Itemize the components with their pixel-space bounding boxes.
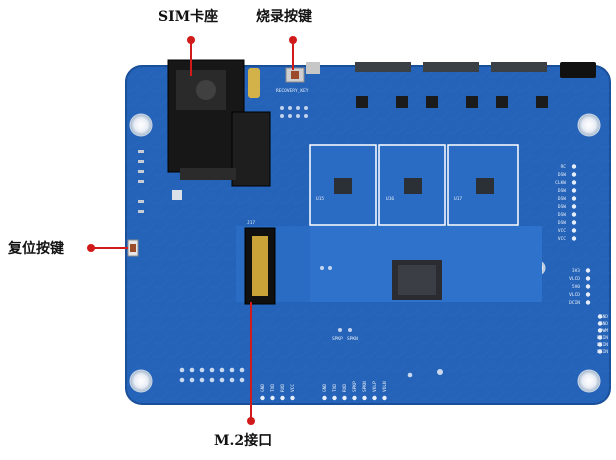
j17-silk: J17: [247, 220, 255, 226]
pin-pad: [597, 314, 603, 319]
pin-pad: [571, 180, 577, 185]
bottom-header: GND TXD RXD VCC GND TXD RXD SPKP SPKN VOLP VOLN: [260, 381, 388, 401]
pin-label: VCC: [290, 384, 296, 392]
pin-label: DCIN: [597, 349, 608, 355]
pin-pad: [270, 395, 275, 401]
pin-pad: [352, 395, 357, 401]
pin-pad: [332, 395, 337, 401]
pin-label: DCIN: [597, 342, 608, 348]
pin-pad: [597, 335, 603, 340]
pin-label: DSW: [558, 212, 566, 218]
pin-label: VOLN: [382, 381, 388, 392]
pin-pad: [585, 276, 591, 281]
spkp-silk: SPKP: [332, 336, 343, 342]
pin-label: CLKW: [555, 180, 566, 186]
pin-label: DSW: [558, 204, 566, 210]
pin-pad: [571, 228, 577, 233]
pin-label: VOLP: [372, 381, 378, 392]
pin-label: GND: [600, 321, 608, 327]
pin-label: SPKP: [352, 381, 358, 392]
pin-label: VCC: [558, 236, 566, 242]
recovery-key-silk: RECOVERY_KEY: [276, 88, 309, 94]
pin-pad: [571, 212, 577, 217]
pin-pad: [322, 395, 327, 401]
m2-slot-area: J17: [236, 220, 542, 305]
pin-pad: [571, 172, 577, 177]
pin-label: RXD: [342, 384, 348, 392]
spkn-silk: SPKN: [347, 336, 358, 342]
pin-label: DSW: [558, 220, 566, 226]
pin-pad: [342, 395, 347, 401]
pin-pad: [585, 268, 591, 273]
callout-markers: [87, 36, 297, 425]
pin-label: TXD: [270, 384, 276, 392]
pin-label: VCC: [558, 228, 566, 234]
pin-label: RC: [561, 164, 567, 170]
pin-label: RXD: [280, 384, 286, 392]
pin-label: VLCD: [569, 292, 580, 298]
recovery-key-component: RECOVERY_KEY: [276, 67, 309, 94]
pin-label: 3V3: [572, 268, 580, 274]
pin-label: DCIN: [597, 335, 608, 341]
sim-card-holder: [167, 59, 271, 187]
pin-pad: [571, 188, 577, 193]
top-connectors: [306, 62, 596, 78]
pin-pad: [585, 300, 591, 305]
pin-pad: [597, 328, 603, 333]
pin-label: VLCD: [569, 276, 580, 282]
right-header: RC DSW CLKW DSW DSW DSW DSW DSW VCC VCC: [555, 164, 577, 242]
callout-sim-card-holder: SIM卡座: [158, 9, 219, 25]
pin-pad: [571, 204, 577, 209]
pin-pad: [362, 395, 367, 401]
pin-label: GND: [260, 384, 266, 392]
pin-label: DSW: [558, 172, 566, 178]
callout-reset-key: 复位按键: [8, 241, 64, 257]
pin-pad: [597, 349, 603, 354]
pin-label: DSW: [558, 196, 566, 202]
pin-label: DSW: [558, 188, 566, 194]
top-transistors: [356, 96, 548, 108]
pin-pad: [571, 236, 577, 241]
callout-m2-interface: M.2接口: [214, 433, 273, 449]
u15-silk: U15: [316, 196, 324, 202]
pin-pad: [571, 196, 577, 201]
pin-label: TXD: [332, 384, 338, 392]
pin-label: SPKN: [362, 381, 368, 392]
pin-label: PWM: [600, 328, 608, 334]
pin-pad: [585, 284, 591, 289]
u16-silk: U16: [386, 196, 394, 202]
pin-pad: [571, 164, 577, 169]
pin-pad: [280, 395, 285, 401]
pin-label: GND: [600, 314, 608, 320]
pin-label: DCIN: [569, 300, 580, 306]
pin-pad: [585, 292, 591, 297]
pin-pad: [290, 395, 295, 401]
pin-label: GND: [322, 384, 328, 392]
u17-silk: U17: [454, 196, 462, 202]
pin-pad: [597, 321, 603, 326]
pin-pad: [382, 395, 387, 401]
pin-pad: [571, 220, 577, 225]
callout-burn-key: 烧录按键: [256, 9, 312, 25]
pin-pad: [372, 395, 377, 401]
pin-pad: [597, 342, 603, 347]
pin-pad: [260, 395, 265, 401]
reset-key-component: [127, 239, 139, 257]
pin-label: 5V0: [572, 284, 580, 290]
module-boxes: U15 U16 U17: [309, 144, 519, 226]
